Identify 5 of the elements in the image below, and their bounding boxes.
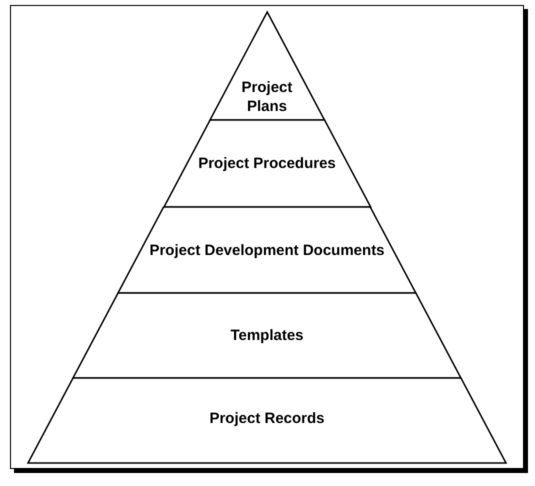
- level-label: Project Plans: [240, 78, 294, 116]
- level-label: Project Records: [208, 408, 326, 428]
- level-label: Project Procedures: [197, 154, 337, 172]
- level-label: Project Development Documents: [148, 240, 386, 260]
- level-label: Templates: [229, 326, 305, 344]
